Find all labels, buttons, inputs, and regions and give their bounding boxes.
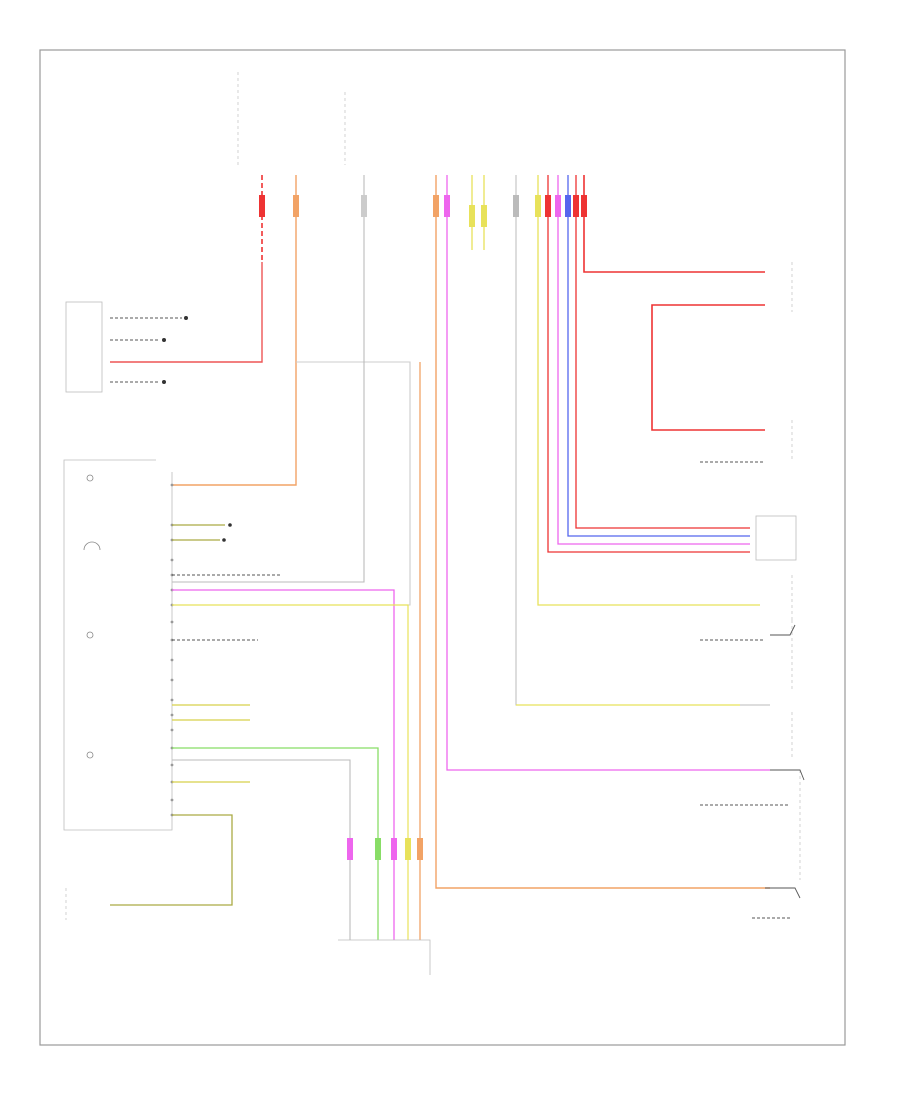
- right-component-3-box: [755, 515, 797, 561]
- wire-gray-top: [172, 175, 365, 583]
- cluster-lamp-icon-1: [86, 474, 94, 482]
- wire-pink-center: [446, 175, 770, 771]
- wire-red-top-right: [583, 175, 765, 273]
- wire-red-bundle-1: [547, 175, 750, 553]
- cluster-wire-yellow-long: [172, 604, 409, 940]
- cluster-ground-b: [222, 538, 226, 542]
- cluster-lamp-icon-2: [86, 631, 94, 639]
- bottom-wire-tags: [347, 838, 423, 860]
- cluster-wire-olive-bottom: [110, 814, 233, 906]
- cluster-ground-a: [228, 523, 232, 527]
- cluster-wire-gray-long: [172, 759, 351, 940]
- cluster-box: [63, 459, 173, 831]
- left-ground-2: [162, 338, 166, 342]
- diagram-frame: [39, 49, 846, 1046]
- wire-gray-right-down: [515, 175, 770, 706]
- bottom-center-connector: [338, 939, 431, 975]
- left-ground-1: [184, 316, 188, 320]
- right-switch-2: [765, 887, 801, 899]
- cluster-gauge-icon: [83, 541, 101, 551]
- left-module-box: [65, 301, 103, 393]
- cluster-lamp-icon-3: [86, 751, 94, 759]
- wire-pink-bundle: [557, 175, 750, 545]
- cluster-wire-pink: [172, 589, 395, 940]
- wire-orange-fuse-to-cluster: [172, 175, 297, 486]
- wire-yellow-fuel: [537, 175, 760, 606]
- wire-red-right-loop: [651, 304, 765, 431]
- wire-olive-fuse-to-module: [110, 262, 263, 363]
- wire-orange-center-down: [435, 175, 770, 889]
- top-wire-tags: [259, 195, 587, 227]
- right-switch-1: [770, 769, 805, 781]
- right-switch-3: [770, 624, 796, 636]
- wire-red-bundle-2: [575, 175, 750, 529]
- left-ground-3: [162, 380, 166, 384]
- wire-blue-bundle: [567, 175, 750, 537]
- cluster-wire-green: [172, 747, 379, 940]
- wire-gray-feed: [172, 361, 411, 606]
